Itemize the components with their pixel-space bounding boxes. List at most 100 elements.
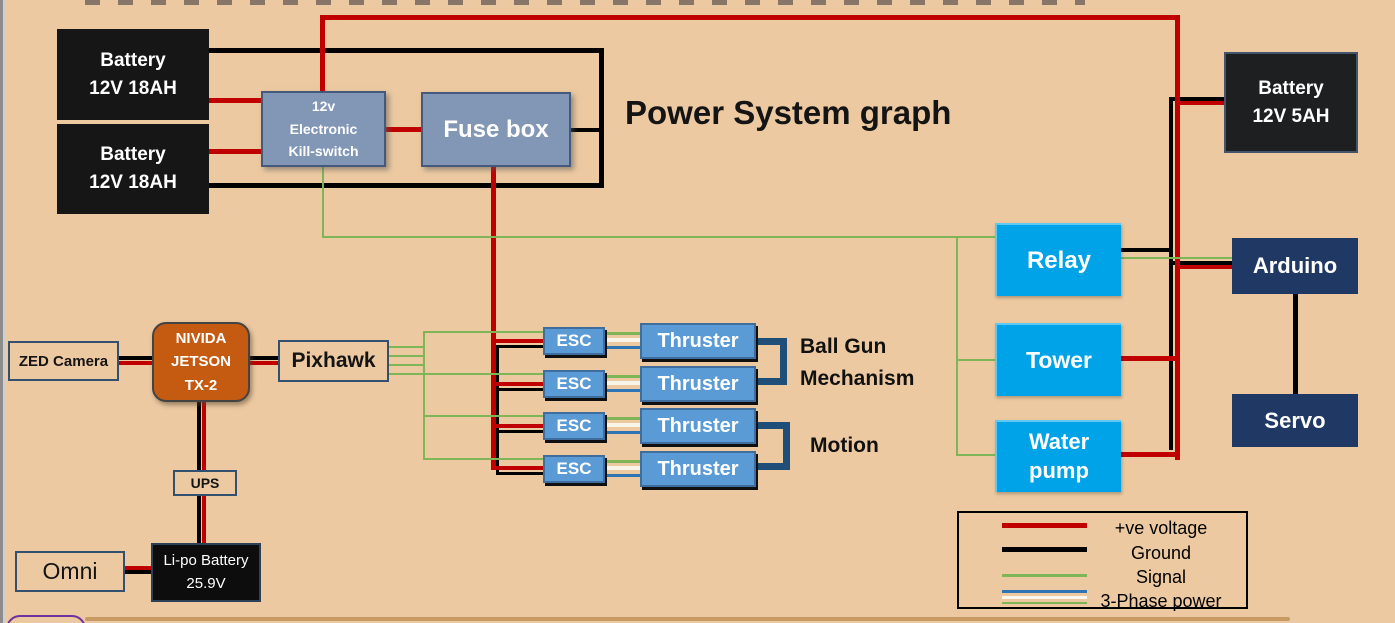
node-pixhawk: Pixhawk xyxy=(278,340,389,382)
wire-positive xyxy=(250,361,278,365)
wire-signal xyxy=(956,454,996,456)
bracket-ball-gun xyxy=(755,338,787,345)
wire-ground xyxy=(496,388,543,391)
node-lipo-battery: Li-po Battery 25.9V xyxy=(151,543,261,602)
legend-swatch-ground xyxy=(1002,547,1087,552)
node-esc-3: ESC xyxy=(543,412,605,440)
wire-signal xyxy=(423,331,425,460)
wire-positive xyxy=(1121,356,1179,361)
node-arduino: Arduino xyxy=(1232,238,1358,294)
node-servo: Servo xyxy=(1232,394,1358,447)
wire-ground xyxy=(250,356,278,360)
wire-signal xyxy=(322,166,324,238)
node-esc-2: ESC xyxy=(543,370,605,398)
node-thruster-4: Thruster xyxy=(640,451,756,487)
slide-divider-line xyxy=(85,617,1290,621)
node-battery-5ah: Battery 12V 5AH xyxy=(1224,52,1358,153)
node-thruster-2: Thruster xyxy=(640,366,756,402)
wire-signal xyxy=(423,331,543,333)
node-omni: Omni xyxy=(15,551,125,592)
wire-positive xyxy=(493,424,543,428)
legend-swatch-three-phase xyxy=(1002,596,1087,599)
three-phase-wire xyxy=(605,332,642,350)
wire-positive xyxy=(202,402,206,470)
node-zed-camera: ZED Camera xyxy=(8,341,119,381)
legend-swatch-positive xyxy=(1002,523,1087,528)
page-title: Power System graph xyxy=(625,94,952,131)
wire-positive xyxy=(202,496,206,543)
wire-positive xyxy=(1121,452,1179,457)
wire-ground xyxy=(197,496,201,543)
wire-signal xyxy=(389,373,424,375)
wire-positive xyxy=(493,466,543,470)
wire-signal xyxy=(1121,257,1232,259)
wire-ground xyxy=(125,570,151,574)
wire-signal xyxy=(956,359,996,361)
wire-ground xyxy=(197,402,201,470)
wire-signal xyxy=(322,236,997,238)
bracket-motion xyxy=(756,422,790,429)
wire-ground xyxy=(1169,97,1173,450)
wire-positive xyxy=(119,361,152,365)
wire-positive xyxy=(322,15,1180,20)
bracket-motion xyxy=(756,463,790,470)
wire-positive xyxy=(125,566,151,570)
label-ball-gun-mechanism: Ball Gun Mechanism xyxy=(800,335,915,390)
legend-label-signal: Signal xyxy=(1135,567,1187,587)
wire-signal xyxy=(423,415,543,417)
wire-ground xyxy=(496,345,543,348)
wire-ground xyxy=(1169,97,1224,101)
wire-positive xyxy=(1179,265,1232,269)
legend-swatch-three-phase xyxy=(1002,602,1087,604)
wire-positive xyxy=(386,127,421,132)
legend-swatch-signal xyxy=(1002,574,1087,577)
node-tower: Tower xyxy=(995,323,1121,396)
wire-signal xyxy=(389,364,424,366)
wire-ground xyxy=(496,345,499,475)
wire-signal xyxy=(389,346,424,348)
legend-label-positive: +ve voltage xyxy=(1114,518,1208,538)
wire-ground xyxy=(209,48,604,53)
wire-ground xyxy=(1121,248,1169,252)
wire-ground xyxy=(496,472,543,475)
bracket-ball-gun xyxy=(780,338,787,385)
wire-signal xyxy=(423,373,543,375)
legend-label-ground: Ground xyxy=(1130,543,1192,563)
node-water-pump: Water pump xyxy=(995,420,1121,492)
wire-ground xyxy=(209,183,604,188)
bracket-ball-gun xyxy=(755,378,787,385)
wire-ground xyxy=(1293,294,1298,394)
legend: +ve voltage Ground Signal 3-Phase power xyxy=(957,511,1248,611)
legend-label-three-phase: 3-Phase power xyxy=(1100,591,1222,611)
node-relay: Relay xyxy=(995,223,1121,296)
node-esc-4: ESC xyxy=(543,455,605,483)
slide-shape-partial xyxy=(6,615,86,623)
node-ups: UPS xyxy=(173,470,237,496)
wire-positive xyxy=(493,382,543,386)
node-jetson-tx2: NIVIDA JETSON TX-2 xyxy=(152,322,250,402)
node-fuse-box: Fuse box xyxy=(421,92,571,167)
wire-signal xyxy=(423,458,543,460)
three-phase-wire xyxy=(605,460,642,478)
wire-ground xyxy=(496,430,543,433)
node-battery-18ah-2: Battery 12V 18AH xyxy=(57,124,209,214)
three-phase-wire xyxy=(605,375,642,393)
wire-positive xyxy=(491,166,496,470)
wire-positive xyxy=(493,339,543,343)
wire-signal xyxy=(956,236,958,456)
wire-ground xyxy=(119,356,152,360)
bracket-motion xyxy=(783,422,790,470)
wire-positive xyxy=(209,98,261,103)
node-battery-18ah-1: Battery 12V 18AH xyxy=(57,29,209,120)
wire-signal xyxy=(389,355,424,357)
wire-ground xyxy=(1169,261,1232,265)
cropped-ui-dashes xyxy=(85,0,1085,5)
label-motion: Motion xyxy=(810,434,879,457)
wire-positive xyxy=(320,15,325,91)
node-esc-1: ESC xyxy=(543,327,605,355)
node-kill-switch: 12v Electronic Kill-switch xyxy=(261,91,386,167)
legend-swatch-three-phase xyxy=(1002,590,1087,593)
window-edge xyxy=(0,0,7,623)
node-thruster-1: Thruster xyxy=(640,323,756,359)
